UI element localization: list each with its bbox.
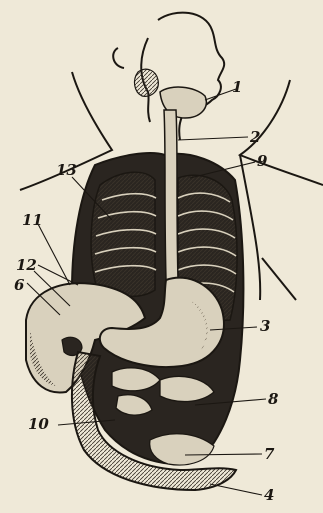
- arm-line: [262, 258, 296, 300]
- label-7: 7: [264, 445, 275, 463]
- label-1: 1: [232, 78, 242, 96]
- ear: [113, 48, 124, 68]
- label-3: 3: [260, 317, 270, 335]
- label-9: 9: [257, 152, 268, 170]
- label-12: 12: [16, 256, 37, 274]
- label-11: 11: [22, 211, 43, 229]
- label-4: 4: [264, 486, 274, 504]
- label-13: 13: [56, 161, 77, 179]
- label-8: 8: [268, 390, 279, 408]
- label-2: 2: [249, 128, 260, 146]
- label-6: 6: [14, 276, 25, 294]
- salivary-gland: [135, 69, 159, 96]
- esophagus: [164, 110, 178, 280]
- label-10: 10: [28, 415, 49, 433]
